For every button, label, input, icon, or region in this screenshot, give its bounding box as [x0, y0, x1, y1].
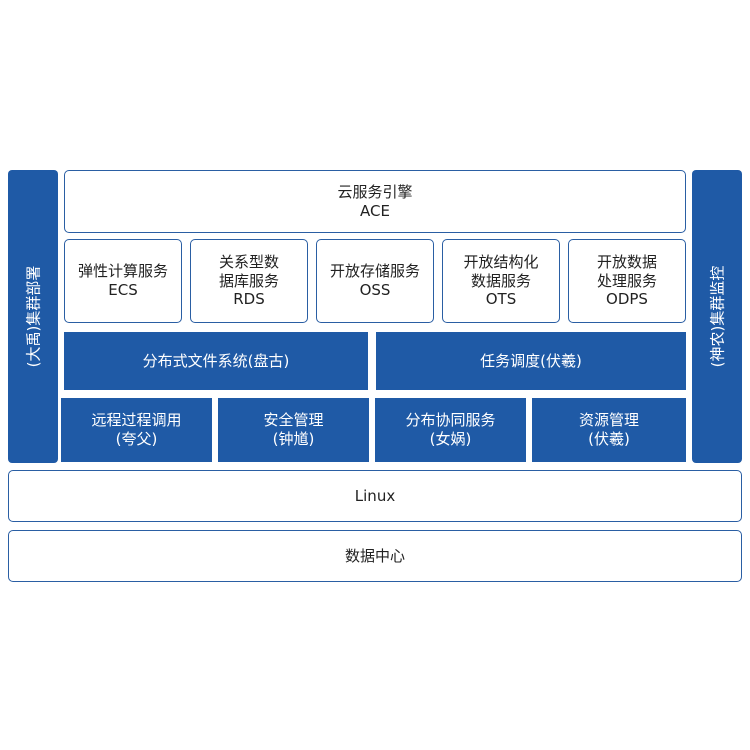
- odps-line2: 处理服务: [596, 271, 657, 290]
- linux-layer: Linux: [8, 470, 742, 522]
- cluster-monitoring-label: (神农)集群监控: [708, 265, 727, 368]
- datacenter-layer: 数据中心: [8, 530, 742, 582]
- ecs-line2: ECS: [108, 281, 138, 299]
- ecs-box: 弹性计算服务 ECS: [64, 239, 182, 323]
- kuafu-line2: (夸父): [115, 430, 158, 448]
- ots-line1: 开放结构化: [463, 252, 539, 271]
- odps-line1: 开放数据: [596, 252, 657, 271]
- ots-line2: 数据服务: [470, 271, 531, 290]
- zhongkui-line2: (钟馗): [272, 430, 315, 448]
- fuxi-resource-line2: (伏羲): [588, 430, 630, 448]
- nvwa-line1: 分布协同服务: [405, 411, 496, 430]
- datacenter-label: 数据中心: [344, 546, 405, 565]
- ecs-line1: 弹性计算服务: [77, 262, 168, 281]
- nvwa-box: 分布协同服务 (女娲): [375, 398, 526, 462]
- pangu-label: 分布式文件系统(盘古): [142, 351, 290, 370]
- pangu-box: 分布式文件系统(盘古): [64, 332, 368, 390]
- rds-line2: 据库服务: [218, 271, 279, 290]
- linux-label: Linux: [354, 486, 396, 505]
- nvwa-line2: (女娲): [429, 430, 472, 448]
- rds-line1: 关系型数: [218, 252, 279, 271]
- zhongkui-line1: 安全管理: [263, 411, 324, 430]
- fuxi-scheduler-box: 任务调度(伏羲): [376, 332, 686, 390]
- rds-line3: RDS: [233, 290, 265, 309]
- kuafu-box: 远程过程调用 (夸父): [61, 398, 212, 462]
- zhongkui-box: 安全管理 (钟馗): [218, 398, 369, 462]
- cluster-deployment-panel: (大禹)集群部署: [8, 170, 58, 463]
- fuxi-scheduler-label: 任务调度(伏羲): [480, 351, 582, 370]
- ace-line1: 云服务引擎: [337, 182, 413, 201]
- oss-box: 开放存储服务 OSS: [316, 239, 434, 323]
- ace-line2: ACE: [360, 201, 390, 220]
- kuafu-line1: 远程过程调用: [91, 411, 182, 430]
- cluster-deployment-label: (大禹)集群部署: [24, 265, 43, 368]
- odps-box: 开放数据 处理服务 ODPS: [568, 239, 686, 323]
- fuxi-resource-line1: 资源管理: [578, 411, 639, 430]
- fuxi-resource-box: 资源管理 (伏羲): [532, 398, 686, 462]
- ace-box: 云服务引擎 ACE: [64, 170, 686, 233]
- ots-box: 开放结构化 数据服务 OTS: [442, 239, 560, 323]
- odps-line3: ODPS: [606, 290, 648, 309]
- rds-box: 关系型数 据库服务 RDS: [190, 239, 308, 323]
- ots-line3: OTS: [485, 290, 517, 309]
- oss-line2: OSS: [359, 281, 391, 299]
- cluster-monitoring-panel: (神农)集群监控: [692, 170, 742, 463]
- oss-line1: 开放存储服务: [329, 262, 420, 281]
